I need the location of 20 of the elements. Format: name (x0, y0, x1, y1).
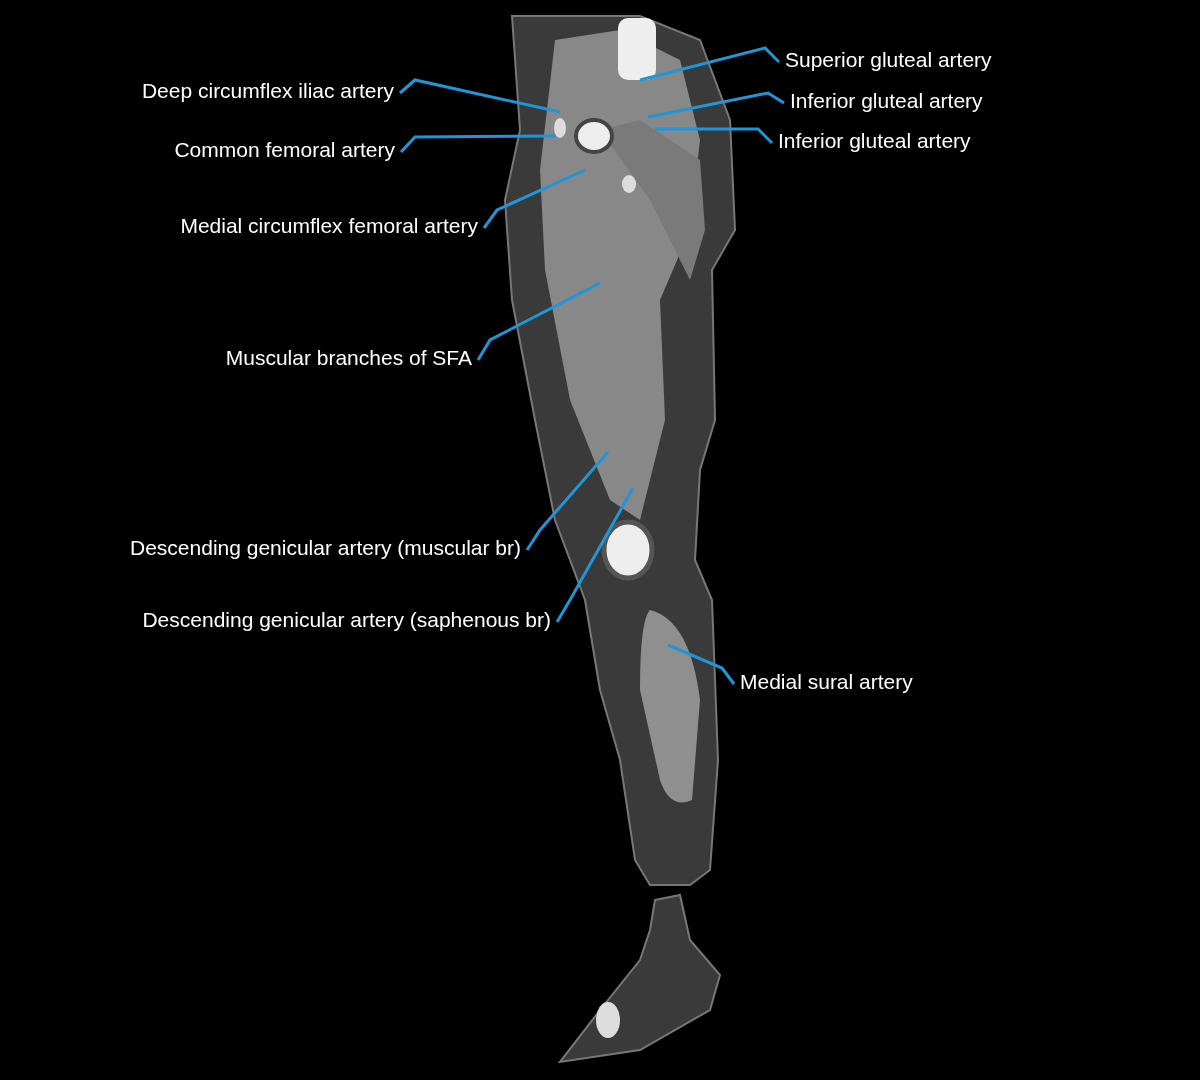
label-text: Inferior gluteal artery (790, 88, 983, 114)
label-text: Descending genicular artery (saphenous br) (142, 607, 551, 633)
label-text: Inferior gluteal artery (778, 128, 971, 154)
leader-line (555, 487, 635, 623)
leader-line (399, 134, 555, 154)
label-text: Superior gluteal artery (785, 47, 992, 73)
leader-line (525, 451, 610, 551)
label-text: Muscular branches of SFA (225, 345, 472, 371)
label-text: Medial circumflex femoral artery (180, 213, 478, 239)
leader-line (655, 127, 774, 145)
label-text: Deep circumflex iliac artery (141, 78, 394, 104)
leader-line (482, 168, 586, 229)
leader-line (399, 78, 561, 114)
label-text: Medial sural artery (740, 669, 913, 695)
leader-line (476, 281, 601, 361)
leader-line (667, 643, 736, 685)
leader-line (647, 91, 785, 119)
label-text: Common femoral artery (174, 137, 395, 163)
label-text: Descending genicular artery (muscular br) (130, 535, 521, 561)
leader-line (639, 46, 781, 82)
